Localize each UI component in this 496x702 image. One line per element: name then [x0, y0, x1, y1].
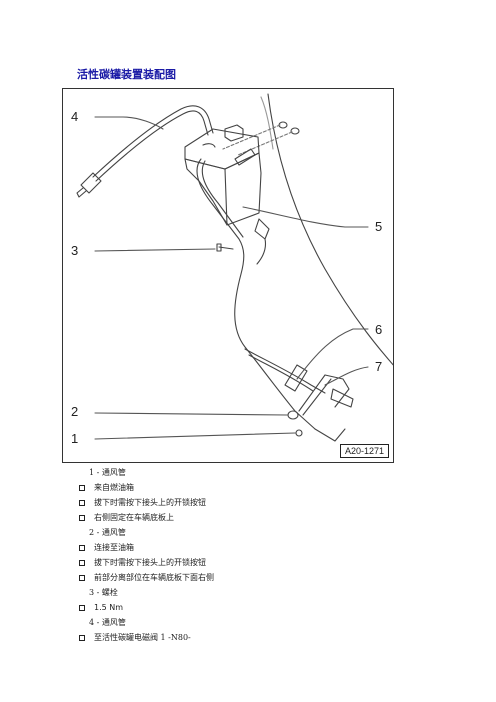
pipe-clip [330, 388, 354, 408]
body-panel-line-inner [260, 96, 274, 150]
callout-5: 5 [375, 219, 383, 234]
legend-heading: 1 - 通风管 [89, 468, 126, 477]
leader-three [94, 248, 216, 252]
leader-five [242, 206, 369, 228]
legend-item: 1.5 Nm [77, 600, 457, 615]
checkbox-bullet-icon [79, 560, 85, 566]
checkbox-bullet-icon [79, 485, 85, 491]
legend-item: 连接至油箱 [77, 540, 457, 555]
callout-2: 2 [71, 404, 79, 419]
hose-connector [80, 172, 102, 194]
checkbox-bullet-icon [79, 545, 85, 551]
callout-7: 7 [375, 359, 383, 374]
hose-end-one [295, 429, 303, 437]
canister-outlet [254, 218, 270, 240]
leader-seven [324, 366, 369, 386]
page-title: 活性碳罐装置装配图 [77, 68, 176, 81]
legend-item: 右侧固定在车辆底板上 [77, 510, 457, 525]
hose-sleeve [284, 364, 308, 392]
legend-item: 拔下时需按下接头上的开锁按钮 [77, 555, 457, 570]
bolt [216, 243, 234, 252]
body-panel-line [267, 93, 393, 366]
parts-legend: 1 - 通风管 来自燃油箱 拔下时需按下接头上的开锁按钮 右侧固定在车辆底板上 … [77, 465, 457, 645]
legend-item: 来自燃油箱 [77, 480, 457, 495]
legend-item: 至活性碳罐电磁阀 1 -N80- [77, 630, 457, 645]
legend-heading: 3 - 螺栓 [89, 588, 118, 597]
canister-bracket [234, 148, 256, 166]
checkbox-bullet-icon [79, 575, 85, 581]
leader-six [296, 328, 369, 380]
assembly-diagram: 4 5 3 6 7 2 1 A20-1271 [62, 88, 394, 463]
callout-1: 1 [71, 431, 79, 446]
leader-two [94, 412, 288, 416]
checkbox-bullet-icon [79, 605, 85, 611]
checkbox-bullet-icon [79, 500, 85, 506]
pipe-seven [298, 374, 332, 416]
vent-hose-upper [92, 105, 214, 178]
callout-4: 4 [71, 109, 79, 124]
canister-top [184, 128, 260, 170]
callout-6: 6 [375, 322, 383, 337]
legend-item: 拔下时需按下接头上的开锁按钮 [77, 495, 457, 510]
legend-heading: 4 - 通风管 [89, 618, 126, 627]
leader-four [94, 116, 164, 130]
checkbox-bullet-icon [79, 635, 85, 641]
legend-item: 前部分离部位在车辆底板下面右侧 [77, 570, 457, 585]
vent-hose-lower [196, 158, 316, 430]
vent-hose-upper-edge [95, 110, 209, 182]
canister-cap [224, 124, 244, 142]
legend-heading: 2 - 通风管 [89, 528, 126, 537]
vent-hose-branch [244, 348, 326, 394]
hose-end-two [287, 410, 299, 420]
leader-one [94, 432, 296, 440]
callout-3: 3 [71, 243, 79, 258]
assembly-drawing [76, 93, 393, 442]
checkbox-bullet-icon [79, 515, 85, 521]
figure-id: A20-1271 [339, 444, 389, 458]
mount-hole [290, 127, 300, 135]
canister-body [184, 152, 262, 226]
